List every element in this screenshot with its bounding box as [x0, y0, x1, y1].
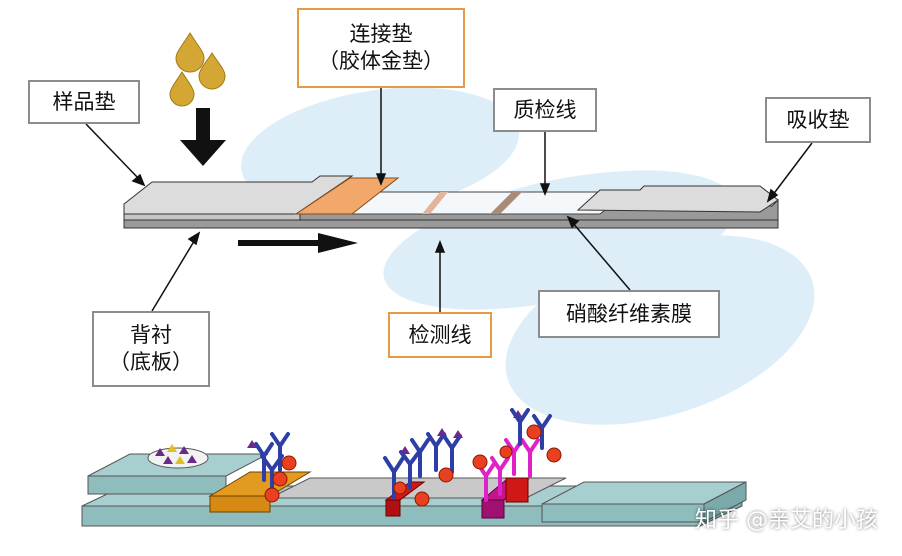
antigen-triangles [155, 444, 197, 464]
droplet-icon [169, 71, 195, 107]
test-band-front [385, 499, 401, 517]
lower-sample-pad-front [87, 475, 227, 495]
connection-pad-label-line2: （胶体金垫） [318, 49, 444, 73]
gold-particle [499, 445, 513, 459]
backing-label: 背衬 （底板） [92, 311, 210, 387]
control-line-label-text: 质检线 [513, 97, 577, 122]
gold-particle [272, 471, 288, 487]
test-line-label-text: 检测线 [408, 322, 472, 347]
flow-arrow-icon [238, 233, 358, 253]
backing-label-line2: （底板） [109, 350, 193, 374]
control-band-front [481, 499, 505, 519]
pointer-absorbent-pad [771, 142, 813, 197]
membrane-label: 硝酸纤维素膜 [538, 290, 720, 338]
sample-well [147, 447, 209, 469]
pointer-sample-pad [85, 123, 141, 181]
lower-absorbent-front [541, 503, 705, 523]
lower-absorbent-side [703, 481, 747, 523]
down-arrow-icon [180, 108, 226, 166]
control-band-red-cap [505, 477, 529, 503]
sample-droplets [169, 32, 226, 107]
gold-particles [264, 455, 297, 503]
test-strip [123, 175, 779, 229]
antigen-icon [167, 444, 177, 452]
antibody-icon [254, 432, 290, 502]
antibodies [247, 408, 562, 507]
lower-gold-pad-front [209, 495, 271, 513]
assay-strip-3d [81, 444, 747, 527]
connection-pad-label-line1: 连接垫 [349, 22, 413, 46]
absorbent-pad-shape [576, 185, 779, 213]
test-line-band [422, 192, 448, 214]
absorbent-pad-label: 吸收垫 [765, 97, 871, 143]
gold-particles [472, 424, 562, 470]
antigen-icon [155, 448, 165, 456]
sample-pad-front [123, 204, 301, 221]
antibody-icon [476, 438, 540, 502]
gold-particle [281, 455, 297, 471]
antigen-icon [247, 440, 257, 448]
antigen-icon [179, 446, 189, 454]
gold-particle [414, 491, 430, 507]
pointer-membrane [571, 221, 631, 291]
backing-label-line1: 背衬 [130, 323, 172, 347]
gold-particle [472, 454, 488, 470]
membrane-label-text: 硝酸纤维素膜 [566, 301, 692, 326]
control-line-band [490, 192, 522, 214]
connection-pad-label: 连接垫 （胶体金垫） [297, 8, 465, 88]
gold-particles [393, 467, 454, 507]
bubble [241, 87, 519, 213]
droplet-icon [198, 52, 226, 90]
antibody-icon [510, 408, 552, 450]
gold-particle [526, 424, 542, 440]
antigen-icon [187, 455, 197, 463]
antigen-icon [175, 456, 185, 464]
control-line-label: 质检线 [493, 88, 597, 132]
gold-particle [393, 481, 407, 495]
gold-particle [546, 447, 562, 463]
gold-particle [264, 487, 280, 503]
pointer-lines [85, 88, 813, 312]
antigen-icon [453, 430, 463, 438]
antigen-icon [437, 428, 447, 436]
test-line-label: 检测线 [388, 312, 492, 358]
gold-particle [438, 467, 454, 483]
antigen-tips [247, 410, 523, 454]
absorbent-pad-label-text: 吸收垫 [786, 107, 850, 132]
conjugate-pad-shape [294, 177, 400, 215]
pointer-backing [151, 237, 197, 312]
sample-pad-label-text: 样品垫 [52, 89, 116, 114]
antigen-icon [163, 456, 173, 464]
watermark: 知乎 @亲艾的小孩 [695, 508, 878, 533]
antibody-icon [383, 432, 462, 500]
antigen-icon [400, 446, 410, 454]
droplet-icon [175, 32, 205, 73]
sample-pad-label: 样品垫 [28, 80, 140, 124]
